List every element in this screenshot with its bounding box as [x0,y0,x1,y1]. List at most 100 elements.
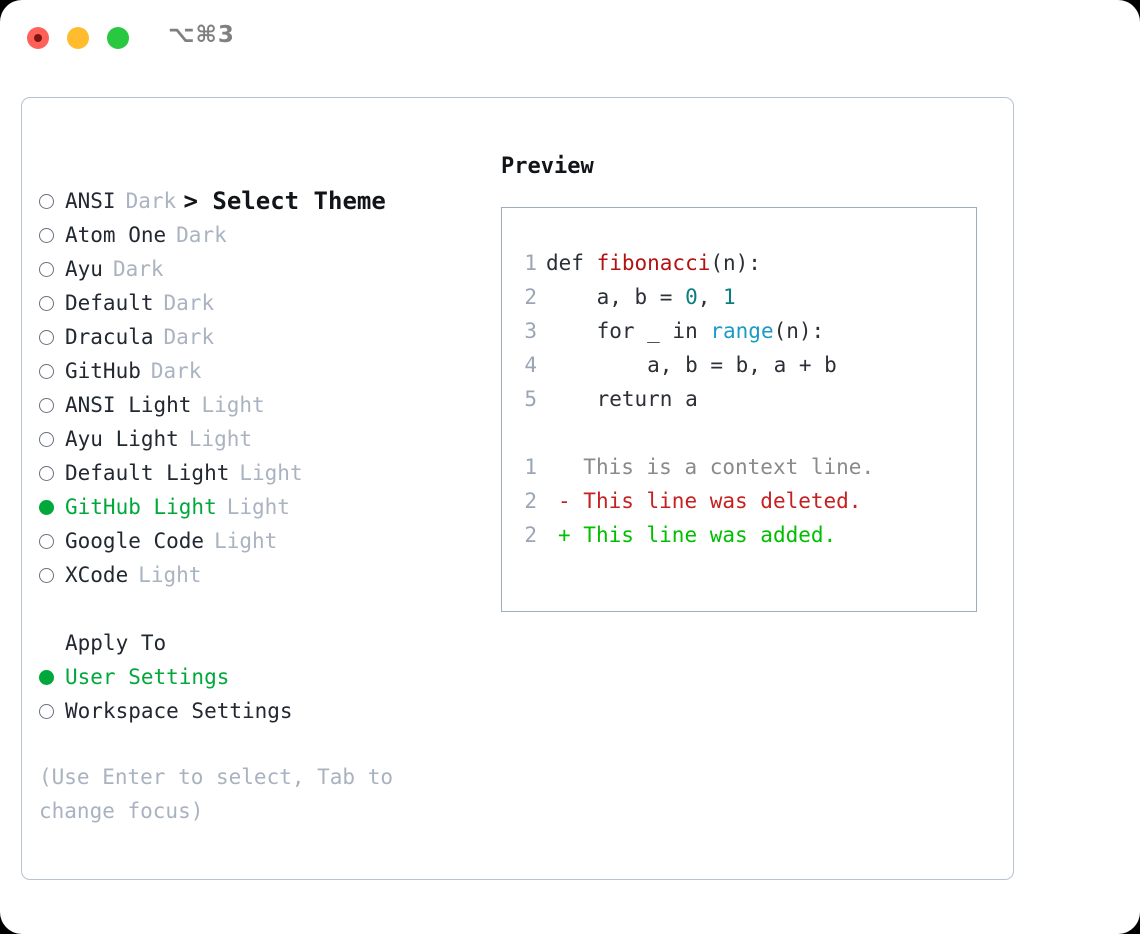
radio-selected-icon[interactable] [39,499,54,515]
radio-unselected-icon[interactable] [39,329,54,345]
radio-selected-icon[interactable] [39,669,54,685]
line-number: 2 [524,489,537,513]
keyboard-shortcut-label: ⌥⌘3 [168,22,235,48]
line-number: 3 [524,319,537,343]
code-token-plain: (n): [773,319,825,343]
maximize-button[interactable] [107,27,129,49]
code-token-num: 0 [685,285,698,309]
code-line-text: return a [546,382,698,416]
line-number: 4 [524,353,537,377]
code-token-fn: fibonacci [596,251,711,275]
theme-option-label: Google Code [65,529,205,553]
apply-option-user-settings[interactable]: User Settings [39,660,489,694]
apply-option-label: User Settings [65,665,230,689]
theme-option-label: ANSI [65,189,116,213]
code-token-plain: for _ in [546,319,711,343]
theme-option-ayu[interactable]: Ayu Dark [39,252,489,286]
code-line: 4 a, b = b, a + b [502,348,976,382]
diff-line-text: This line was added. [570,523,837,547]
theme-option-label: Default [65,291,154,315]
diff-marker: + [558,523,571,547]
code-line: 5 return a [502,382,976,416]
code-line-text: def fibonacci(n): [546,246,761,280]
title-bar: ⌥⌘3 [0,0,1140,76]
theme-variant-tag: Light [226,495,290,519]
code-token-plain: return a [546,387,698,411]
close-button[interactable] [27,27,49,49]
diff-line-context: 1 This is a context line. [502,450,976,484]
theme-option-label: Atom One [65,223,167,247]
theme-option-label: Ayu [65,257,103,281]
radio-unselected-icon[interactable] [39,397,54,413]
theme-option-label: XCode [65,563,129,587]
code-line: 2 a, b = 0, 1 [502,280,976,314]
radio-unselected-icon[interactable] [39,533,54,549]
diff-line-text: This line was deleted. [570,489,862,513]
keyboard-hint-text: (Use Enter to select, Tab to change focu… [39,765,406,823]
radio-unselected-icon[interactable] [39,295,54,311]
minimize-button[interactable] [67,27,89,49]
preview-title: Preview [501,154,594,179]
code-token-plain: (n): [710,251,761,275]
radio-unselected-icon[interactable] [39,703,54,719]
radio-unselected-icon[interactable] [39,465,54,481]
radio-unselected-icon[interactable] [39,363,54,379]
code-line: 1 def fibonacci(n): [502,246,976,280]
radio-unselected-icon[interactable] [39,261,54,277]
code-token-call: range [710,319,774,343]
diff-sample: 1 This is a context line.2- This line wa… [502,450,976,552]
section-title-label: Select Theme [212,187,386,215]
diff-line-added: 2 + This line was added. [502,518,976,552]
radio-unselected-icon[interactable] [39,227,54,243]
theme-variant-tag: Dark [163,325,215,349]
theme-variant-tag: Dark [150,359,202,383]
line-number: 2 [524,285,537,309]
theme-option-github[interactable]: GitHub Dark [39,354,489,388]
code-token-num: 1 [723,285,736,309]
theme-option-label: GitHub Light [65,495,217,519]
apply-to-title: Apply To [65,631,167,655]
code-token-plain: def [546,251,597,275]
line-number: 1 [524,251,537,275]
theme-variant-tag: Light [138,563,202,587]
code-diff-separator [502,416,976,450]
line-number: 1 [524,455,537,479]
theme-option-label: Default Light [65,461,230,485]
theme-option-label: GitHub [65,359,141,383]
theme-variant-tag: Dark [176,223,227,247]
apply-option-label: Workspace Settings [65,699,293,723]
line-number: 2 [524,523,537,547]
radio-unselected-icon[interactable] [39,431,54,447]
theme-option-github-light[interactable]: GitHub Light Light [39,490,489,524]
code-token-plain: , [697,285,724,309]
apply-option-workspace-settings[interactable]: Workspace Settings [39,694,489,728]
caret-icon: > [183,187,198,215]
code-line: 3 for _ in range(n): [502,314,976,348]
theme-option-atom-one[interactable]: Atom One Dark [39,218,489,252]
radio-unselected-icon[interactable] [39,193,54,209]
section-title-select-theme: > Select Theme [39,150,489,215]
theme-option-default-light[interactable]: Default Light Light [39,456,489,490]
theme-option-xcode[interactable]: XCode Light [39,558,489,592]
theme-variant-tag: Dark [112,257,164,281]
radio-unselected-icon[interactable] [39,567,54,583]
theme-option-dracula[interactable]: Dracula Dark [39,320,489,354]
theme-option-label: Dracula [65,325,154,349]
theme-variant-tag: Light [201,393,265,417]
theme-variant-tag: Light [239,461,303,485]
diff-line-text: This is a context line. [570,455,875,479]
